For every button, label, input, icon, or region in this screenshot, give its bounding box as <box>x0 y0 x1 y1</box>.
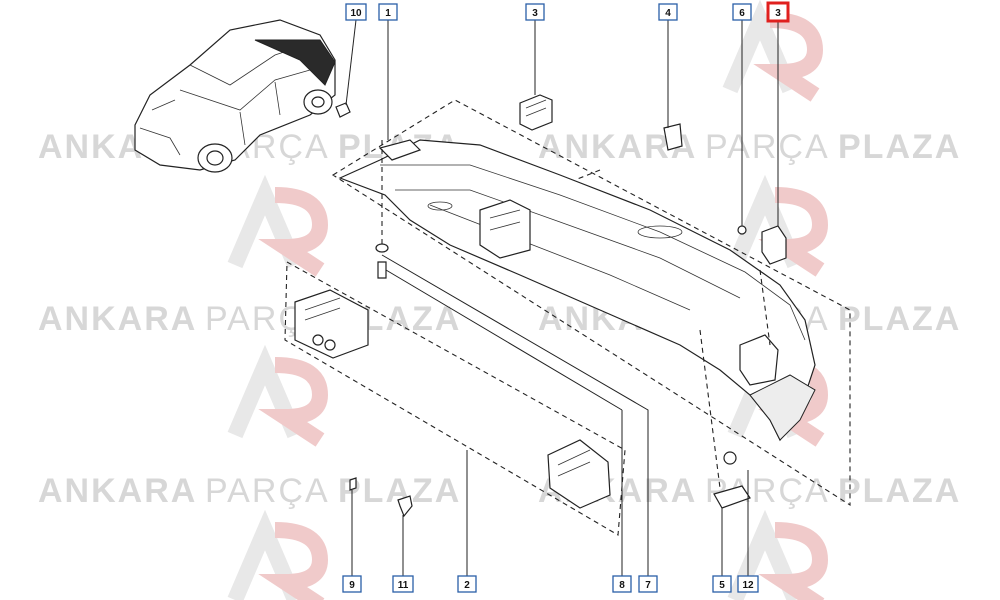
watermark-word: ANKARA <box>38 300 197 338</box>
callout-label: 11 <box>398 580 409 591</box>
callout-label: 7 <box>645 580 651 591</box>
watermark-word: ANKARA <box>38 472 197 510</box>
watermark-logo <box>227 344 329 447</box>
callout-label: 1 <box>385 8 391 19</box>
clip-part <box>335 102 351 118</box>
watermark-logos <box>227 0 829 600</box>
callout-11[interactable]: 11 <box>392 575 414 593</box>
bracket-left <box>294 289 369 359</box>
leader-lines <box>345 19 779 576</box>
clip-part <box>663 123 683 151</box>
callouts-bottom: 9 11 2 8 7 5 12 <box>342 575 759 593</box>
callout-label: 6 <box>739 8 745 19</box>
watermark-logo <box>227 174 329 277</box>
callout-label: 9 <box>349 580 355 591</box>
bracket-part <box>713 485 751 509</box>
screw-part <box>737 225 747 235</box>
callout-6[interactable]: 6 <box>732 3 752 21</box>
callout-3-selected[interactable]: 3 <box>766 1 790 23</box>
callout-label: 4 <box>665 8 671 19</box>
callout-1[interactable]: 1 <box>378 3 398 21</box>
callout-label: 8 <box>619 580 625 591</box>
washer-part <box>375 243 389 253</box>
callout-label: 10 <box>350 8 362 19</box>
callout-9[interactable]: 9 <box>342 575 362 593</box>
bolt-part <box>723 451 737 465</box>
callouts-top: 10 1 3 4 6 3 <box>345 1 790 23</box>
callout-label: 3 <box>775 8 781 19</box>
screw-part <box>349 477 357 491</box>
watermark-word: PLAZA <box>838 300 961 338</box>
callout-label: 12 <box>742 580 754 591</box>
bolt-part <box>377 261 387 279</box>
watermark-logo <box>722 0 824 102</box>
watermark-word: PARÇA <box>705 128 830 166</box>
callout-3-bracket[interactable]: 3 <box>525 3 545 21</box>
bracket-right <box>547 439 611 509</box>
car-illustration <box>134 19 336 173</box>
callout-7[interactable]: 7 <box>638 575 658 593</box>
callout-12[interactable]: 12 <box>737 575 759 593</box>
bracket-part <box>519 94 553 131</box>
callout-2[interactable]: 2 <box>457 575 477 593</box>
watermark-word: PLAZA <box>838 128 961 166</box>
rivet-part <box>397 495 413 518</box>
callout-label: 3 <box>532 8 538 19</box>
callout-5[interactable]: 5 <box>712 575 732 593</box>
bracket-group <box>284 261 626 536</box>
watermark-word: PLAZA <box>838 472 961 510</box>
watermark-word: PARÇA <box>205 472 330 510</box>
callout-label: 5 <box>719 580 725 591</box>
callout-label: 2 <box>464 580 470 591</box>
bumper-assembly <box>331 99 851 507</box>
callout-10[interactable]: 10 <box>345 3 367 21</box>
callout-8[interactable]: 8 <box>612 575 632 593</box>
callout-4[interactable]: 4 <box>658 3 678 21</box>
bracket-part-selected <box>761 225 787 265</box>
small-parts <box>335 94 787 518</box>
watermark-logo <box>227 509 329 600</box>
